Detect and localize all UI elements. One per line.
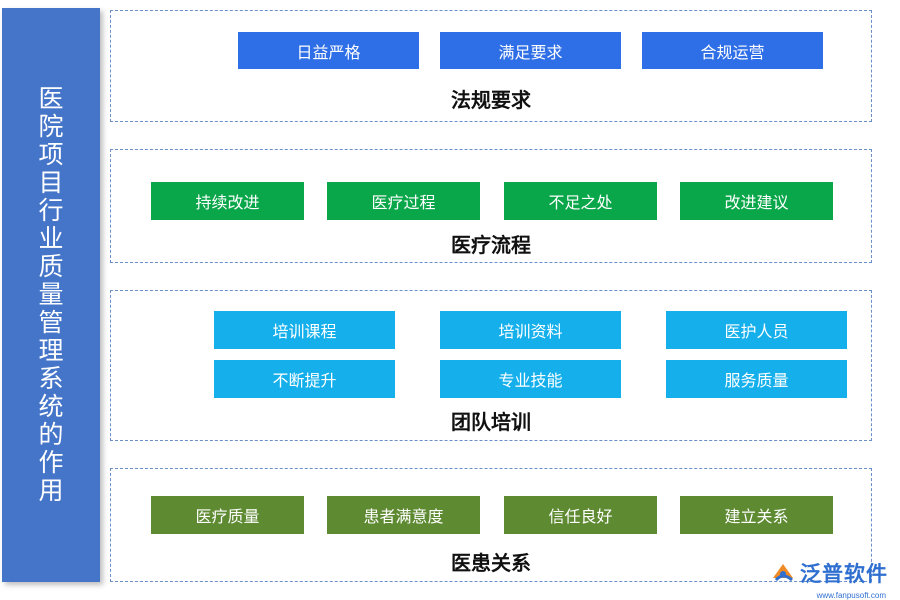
side-title-panel: 医院项目行业质量管理系统的作用 xyxy=(2,8,100,582)
item-compliance: 合规运营 xyxy=(642,32,823,69)
section-regulation: 日益严格 满足要求 合规运营 法规要求 xyxy=(110,10,872,122)
item-build-relationship: 建立关系 xyxy=(680,496,833,534)
section-relation: 医疗质量 患者满意度 信任良好 建立关系 医患关系 xyxy=(110,468,872,582)
item-training-materials: 培训资料 xyxy=(440,311,621,349)
item-medical-staff: 医护人员 xyxy=(666,311,847,349)
item-patient-satisfaction: 患者满意度 xyxy=(327,496,480,534)
section-title-regulation: 法规要求 xyxy=(451,88,531,112)
logo-icon xyxy=(773,564,793,582)
logo-text: 泛普软件 xyxy=(800,563,888,586)
section-title-training: 团队培训 xyxy=(451,410,531,434)
item-continuous-upgrade: 不断提升 xyxy=(214,360,395,398)
section-title-process: 医疗流程 xyxy=(451,233,531,257)
item-meet-requirements: 满足要求 xyxy=(440,32,621,69)
item-medical-process: 医疗过程 xyxy=(327,182,480,220)
brand-logo: 泛普软件 xyxy=(770,558,888,588)
item-shortcomings: 不足之处 xyxy=(504,182,657,220)
section-title-relation: 医患关系 xyxy=(451,551,531,575)
item-suggestions: 改进建议 xyxy=(680,182,833,220)
item-continuous-improvement: 持续改进 xyxy=(151,182,304,220)
section-process: 持续改进 医疗过程 不足之处 改进建议 医疗流程 xyxy=(110,149,872,263)
item-medical-quality: 医疗质量 xyxy=(151,496,304,534)
side-title: 医院项目行业质量管理系统的作用 xyxy=(38,84,64,505)
item-good-trust: 信任良好 xyxy=(504,496,657,534)
item-training-courses: 培训课程 xyxy=(214,311,395,349)
section-training: 培训课程 培训资料 医护人员 不断提升 专业技能 服务质量 团队培训 xyxy=(110,290,872,441)
logo-url: www.fanpusoft.com xyxy=(816,591,886,600)
item-service-quality: 服务质量 xyxy=(666,360,847,398)
item-professional-skills: 专业技能 xyxy=(440,360,621,398)
item-strict: 日益严格 xyxy=(238,32,419,69)
